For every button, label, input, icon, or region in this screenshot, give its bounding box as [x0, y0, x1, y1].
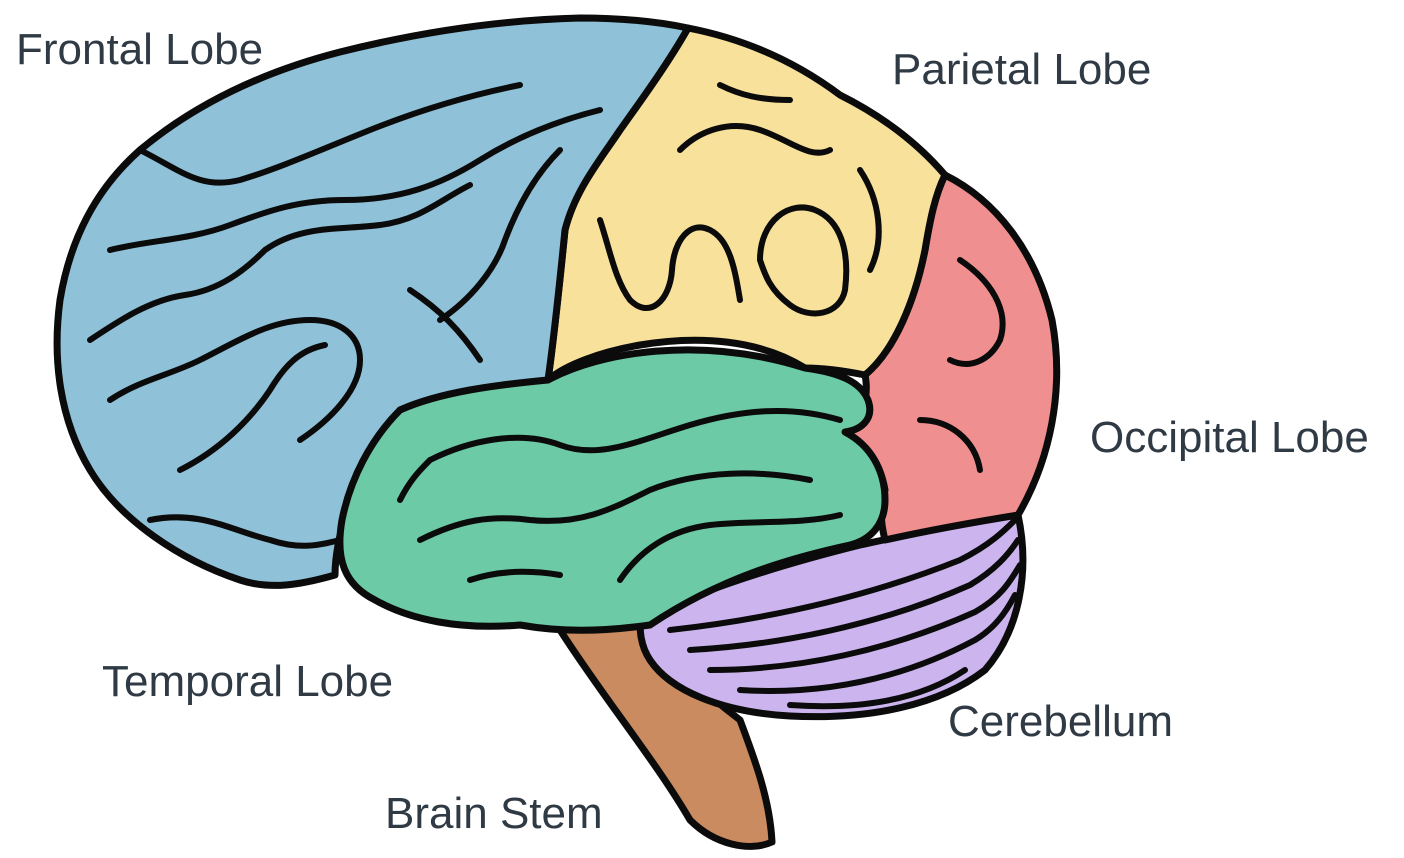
parietal-lobe-label: Parietal Lobe: [892, 48, 1151, 92]
occipital-lobe-label: Occipital Lobe: [1090, 416, 1369, 460]
brain-stem-label: Brain Stem: [385, 792, 603, 836]
cerebellum-label: Cerebellum: [948, 700, 1173, 744]
frontal-lobe-label: Frontal Lobe: [16, 28, 263, 72]
temporal-lobe-label: Temporal Lobe: [102, 660, 393, 704]
